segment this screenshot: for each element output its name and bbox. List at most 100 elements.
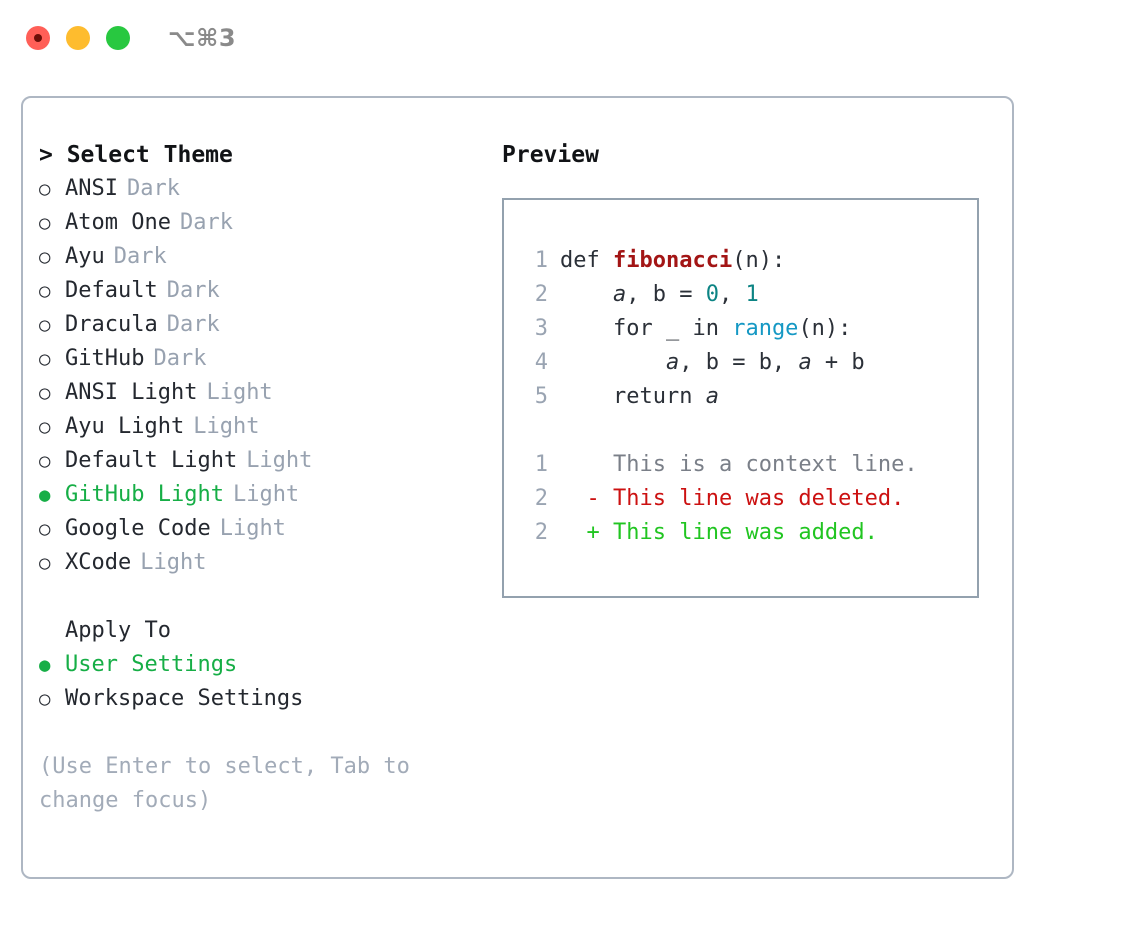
radio-unselected-icon: ○ <box>39 552 51 574</box>
theme-option-label: ANSI <box>65 176 118 201</box>
diff-sign <box>587 452 600 477</box>
title-bar: ⌥⌘3 <box>0 0 1140 78</box>
apply-to-option-workspace-settings[interactable]: ○Workspace Settings <box>39 682 491 716</box>
radio-unselected-icon: ○ <box>39 212 51 234</box>
keyboard-shortcut-label: ⌥⌘3 <box>168 24 237 52</box>
line-number: 1 <box>534 248 548 273</box>
diff-content: This line was deleted. <box>613 486 905 511</box>
apply-to-option-user-settings[interactable]: ●User Settings <box>39 648 491 682</box>
theme-variant-tag: Light <box>219 516 286 541</box>
theme-option-default-light[interactable]: ○ Default Light Light <box>39 444 491 478</box>
theme-option-default[interactable]: ○ Default Dark <box>39 274 491 308</box>
radio-unselected-icon: ○ <box>39 688 51 710</box>
line-number: 3 <box>534 316 548 341</box>
code-line: 5 return a <box>518 380 918 414</box>
code-line: 4 a, b = b, a + b <box>518 346 918 380</box>
keyboard-hint-text: (Use Enter to select, Tab to change focu… <box>39 754 424 813</box>
traffic-lights <box>26 26 130 50</box>
code-token: (n): <box>732 248 786 273</box>
theme-option-label: Default <box>65 278 158 303</box>
line-number: 5 <box>534 384 548 409</box>
code-token: a <box>705 384 719 409</box>
select-theme-header: > Select Theme <box>39 142 233 168</box>
theme-variant-tag: Dark <box>113 244 167 269</box>
theme-option-label: Ayu Light <box>65 414 185 439</box>
theme-option-google-code[interactable]: ○ Google Code Light <box>39 512 491 546</box>
code-token: for _ in <box>612 316 733 341</box>
theme-variant-tag: Dark <box>179 210 233 235</box>
code-token: , <box>718 282 746 307</box>
code-token: (n): <box>798 316 852 341</box>
line-number: 2 <box>534 282 548 307</box>
code-line-text: for _ in range(n): <box>560 312 851 346</box>
code-diff-separator <box>518 414 918 448</box>
radio-unselected-icon: ○ <box>39 416 51 438</box>
theme-option-label: Dracula <box>65 312 158 337</box>
apply-to-header: Apply To <box>65 618 171 643</box>
theme-option-label: Google Code <box>65 516 211 541</box>
diff-line-deleted: 2 - This line was deleted. <box>518 482 918 516</box>
theme-variant-tag: Dark <box>166 312 220 337</box>
radio-unselected-icon: ○ <box>39 348 51 370</box>
maximize-button[interactable] <box>106 26 130 50</box>
theme-option-xcode[interactable]: ○ XCode Light <box>39 546 491 580</box>
code-line-text: return a <box>560 380 719 414</box>
apply-to-option-list[interactable]: ●User Settings○Workspace Settings <box>39 648 491 716</box>
code-token: return <box>612 384 706 409</box>
code-line: 2 a, b = 0, 1 <box>518 278 918 312</box>
theme-variant-tag: Dark <box>166 278 220 303</box>
diff-line-text: This is a context line. <box>560 448 918 482</box>
diff-line-added: 2 + This line was added. <box>518 516 918 550</box>
code-line-text: a, b = 0, 1 <box>560 278 759 312</box>
diff-sign: + <box>586 520 600 545</box>
theme-option-label: XCode <box>65 550 132 575</box>
code-line: 3 for _ in range(n): <box>518 312 918 346</box>
line-number: 2 <box>534 486 548 511</box>
theme-variant-tag: Dark <box>126 176 180 201</box>
code-token: , b = <box>626 282 706 307</box>
radio-unselected-icon: ○ <box>39 280 51 302</box>
code-token: a <box>612 282 627 307</box>
line-number: 4 <box>534 350 548 375</box>
code-token: a <box>798 350 812 375</box>
theme-option-label: Default Light <box>65 448 238 473</box>
preview-header: Preview <box>502 142 599 168</box>
radio-unselected-icon: ○ <box>39 518 51 540</box>
radio-unselected-icon: ○ <box>39 450 51 472</box>
radio-unselected-icon: ○ <box>39 246 51 268</box>
diff-content: This is a context line. <box>613 452 918 477</box>
radio-unselected-icon: ○ <box>39 314 51 336</box>
radio-unselected-icon: ○ <box>39 382 51 404</box>
close-button[interactable] <box>26 26 50 50</box>
theme-variant-tag: Light <box>246 448 313 473</box>
code-token: fibonacci <box>612 248 733 273</box>
theme-option-label: GitHub Light <box>65 482 224 507</box>
radio-unselected-icon: ○ <box>39 178 51 200</box>
theme-option-ansi[interactable]: ○ ANSI Dark <box>39 172 491 206</box>
diff-sign: - <box>586 486 600 511</box>
code-token: , b = b, <box>679 350 799 375</box>
code-token: 1 <box>745 282 759 307</box>
theme-option-label: GitHub <box>65 346 145 371</box>
diff-content: This line was added. <box>613 520 878 545</box>
theme-option-dracula[interactable]: ○ Dracula Dark <box>39 308 491 342</box>
radio-selected-icon: ● <box>39 484 51 506</box>
minimize-button[interactable] <box>66 26 90 50</box>
code-token: a <box>665 350 680 375</box>
theme-variant-tag: Light <box>140 550 207 575</box>
line-number: 2 <box>534 520 548 545</box>
